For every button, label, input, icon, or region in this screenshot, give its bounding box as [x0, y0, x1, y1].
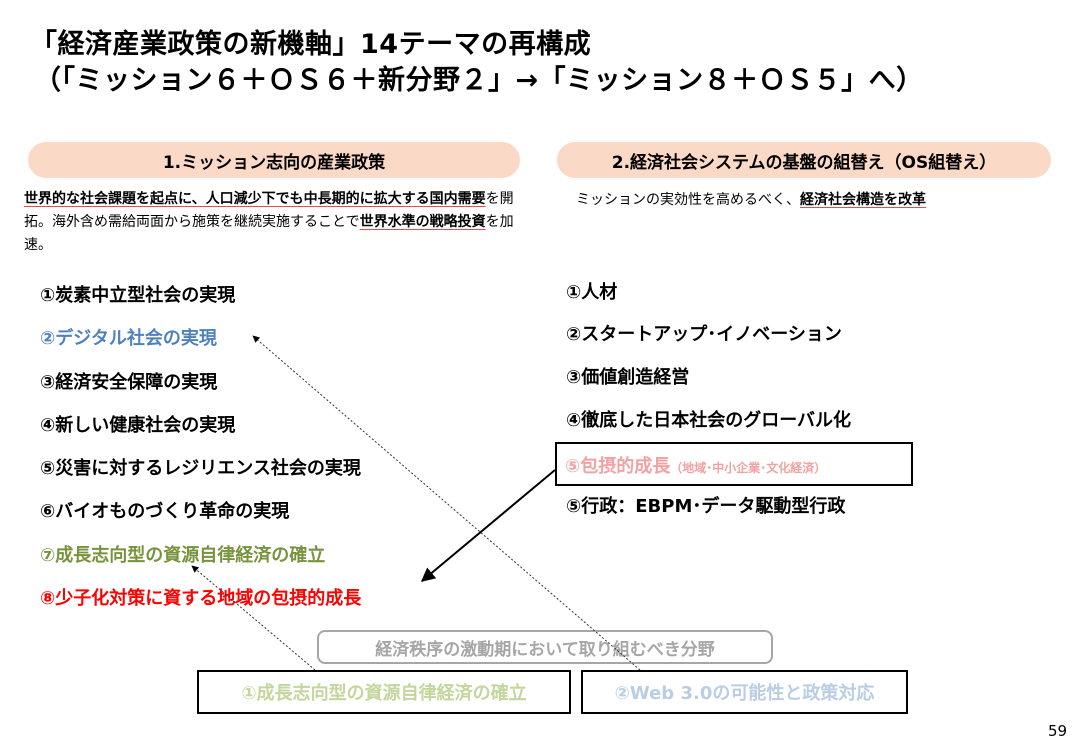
mission-item-1: ①炭素中立型社会の実現 — [40, 285, 236, 306]
right-desc-text: ミッションの実効性を高めるべく、 — [576, 192, 800, 208]
right-section-header-label: 2.経済社会システムの基盤の組替え（OS組替え） — [611, 152, 997, 173]
new-fields-label-text: 経済秩序の激動期において取り組むべき分野 — [375, 639, 715, 660]
boxed-os-item: ⑤包摂的成長（地域･中小企業･文化経済） — [555, 442, 913, 486]
arrow-resource-to-mission-7 — [191, 565, 316, 671]
mission-item-8: ⑧少子化対策に資する地域の包摂的成長 — [40, 588, 362, 609]
new-field-box-2: ②Web 3.0の可能性と政策対応 — [581, 670, 908, 714]
left-section-header-label: 1.ミッション志向の産業政策 — [162, 152, 386, 173]
new-field-box-1: ①成長志向型の資源自律経済の確立 — [197, 670, 571, 714]
page-title: 「経済産業政策の新機軸」14テーマの再構成 — [30, 29, 592, 60]
os-item-5: ⑤行政：EBPM･データ駆動型行政 — [566, 496, 846, 517]
mission-item-5: ⑤災害に対するレジリエンス社会の実現 — [40, 458, 361, 479]
right-description: ミッションの実効性を高めるべく、経済社会構造を改革 — [576, 189, 926, 212]
left-desc-text-2: を加速。 — [24, 214, 514, 253]
left-section-header: 1.ミッション志向の産業政策 — [28, 142, 520, 178]
boxed-os-item-sub: （地域･中小企業･文化経済） — [670, 461, 827, 475]
mission-item-7: ⑦成長志向型の資源自律経済の確立 — [40, 545, 326, 566]
right-desc-emphasis: 経済社会構造を改革 — [800, 192, 926, 208]
left-desc-text-1: を開拓。海外含め需給両面から施策を継続実施することで — [24, 191, 514, 230]
os-item-4: ④徹底した日本社会のグローバル化 — [566, 410, 852, 431]
new-field-2: ②Web 3.0の可能性と政策対応 — [614, 683, 875, 704]
arrow-web3-to-mission-2 — [252, 335, 641, 671]
page-subtitle: （「ミッション６＋ＯＳ６＋新分野２」→「ミッション８＋ＯＳ５」へ） — [34, 65, 924, 96]
boxed-os-item-text: ⑤包摂的成長（地域･中小企業･文化経済） — [565, 452, 826, 478]
new-fields-label: 経済秩序の激動期において取り組むべき分野 — [317, 630, 773, 664]
page-number: 59 — [1048, 722, 1068, 740]
boxed-os-item-main: ⑤包摂的成長 — [565, 456, 671, 477]
os-item-1: ①人材 — [566, 282, 618, 303]
left-desc-emphasis-2: 世界水準の戦略投資 — [359, 214, 486, 230]
mission-item-2: ②デジタル社会の実現 — [40, 328, 217, 349]
mission-item-6: ⑥バイオものづくり革命の実現 — [40, 501, 290, 522]
mission-item-3: ③経済安全保障の実現 — [40, 372, 218, 393]
left-description: 世界的な社会課題を起点に、人口減少下でも中長期的に拡大する国内需要を開拓。海外含… — [24, 188, 528, 257]
os-item-2: ②スタートアップ･イノベーション — [566, 324, 842, 345]
left-desc-emphasis-1: 世界的な社会課題を起点に、人口減少下でも中長期的に拡大する国内需要 — [24, 191, 486, 207]
mission-item-4: ④新しい健康社会の実現 — [40, 415, 236, 436]
os-item-3: ③価値創造経営 — [566, 367, 690, 388]
new-field-1: ①成長志向型の資源自律経済の確立 — [241, 683, 527, 704]
right-section-header: 2.経済社会システムの基盤の組替え（OS組替え） — [557, 142, 1051, 178]
arrow-os-to-mission-8 — [420, 469, 556, 582]
